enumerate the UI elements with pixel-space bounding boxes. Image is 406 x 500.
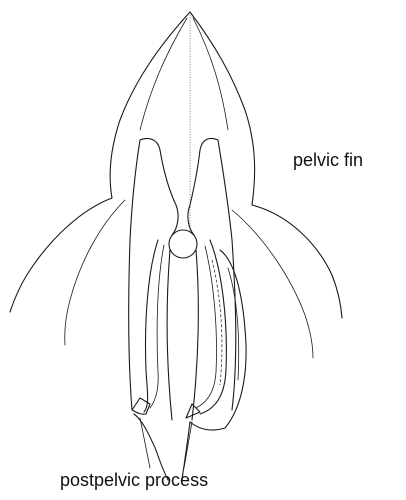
- left-loop-outer: [144, 240, 158, 412]
- central-bar-right: [192, 250, 198, 420]
- pelvic-bone-left: [140, 138, 178, 235]
- pelvic-bone-right: [188, 138, 218, 235]
- right-outer-plate-inner: [228, 268, 239, 380]
- central-bar-left: [167, 250, 172, 420]
- left-loop-inner: [150, 245, 164, 408]
- body-outline-left: [110, 12, 190, 198]
- pelvic-fin-label: pelvic fin: [293, 150, 363, 171]
- pelvic-fin-left: [10, 198, 112, 312]
- postpelvic-process-label: postpelvic process: [60, 470, 208, 491]
- pelvic-fin-left-inner: [65, 200, 125, 345]
- pelvic-bone-left-lower: [129, 140, 140, 410]
- pelvic-fin-right: [252, 205, 342, 318]
- leader-line-right: [184, 422, 192, 468]
- body-outline-right: [190, 12, 255, 205]
- leader-line-left: [140, 418, 150, 468]
- right-loop-inner: [196, 246, 217, 408]
- inner-outline-right: [193, 18, 228, 130]
- pelvic-bone-right-lower: [218, 140, 236, 410]
- inner-outline-left: [140, 18, 187, 130]
- central-knob: [169, 230, 197, 258]
